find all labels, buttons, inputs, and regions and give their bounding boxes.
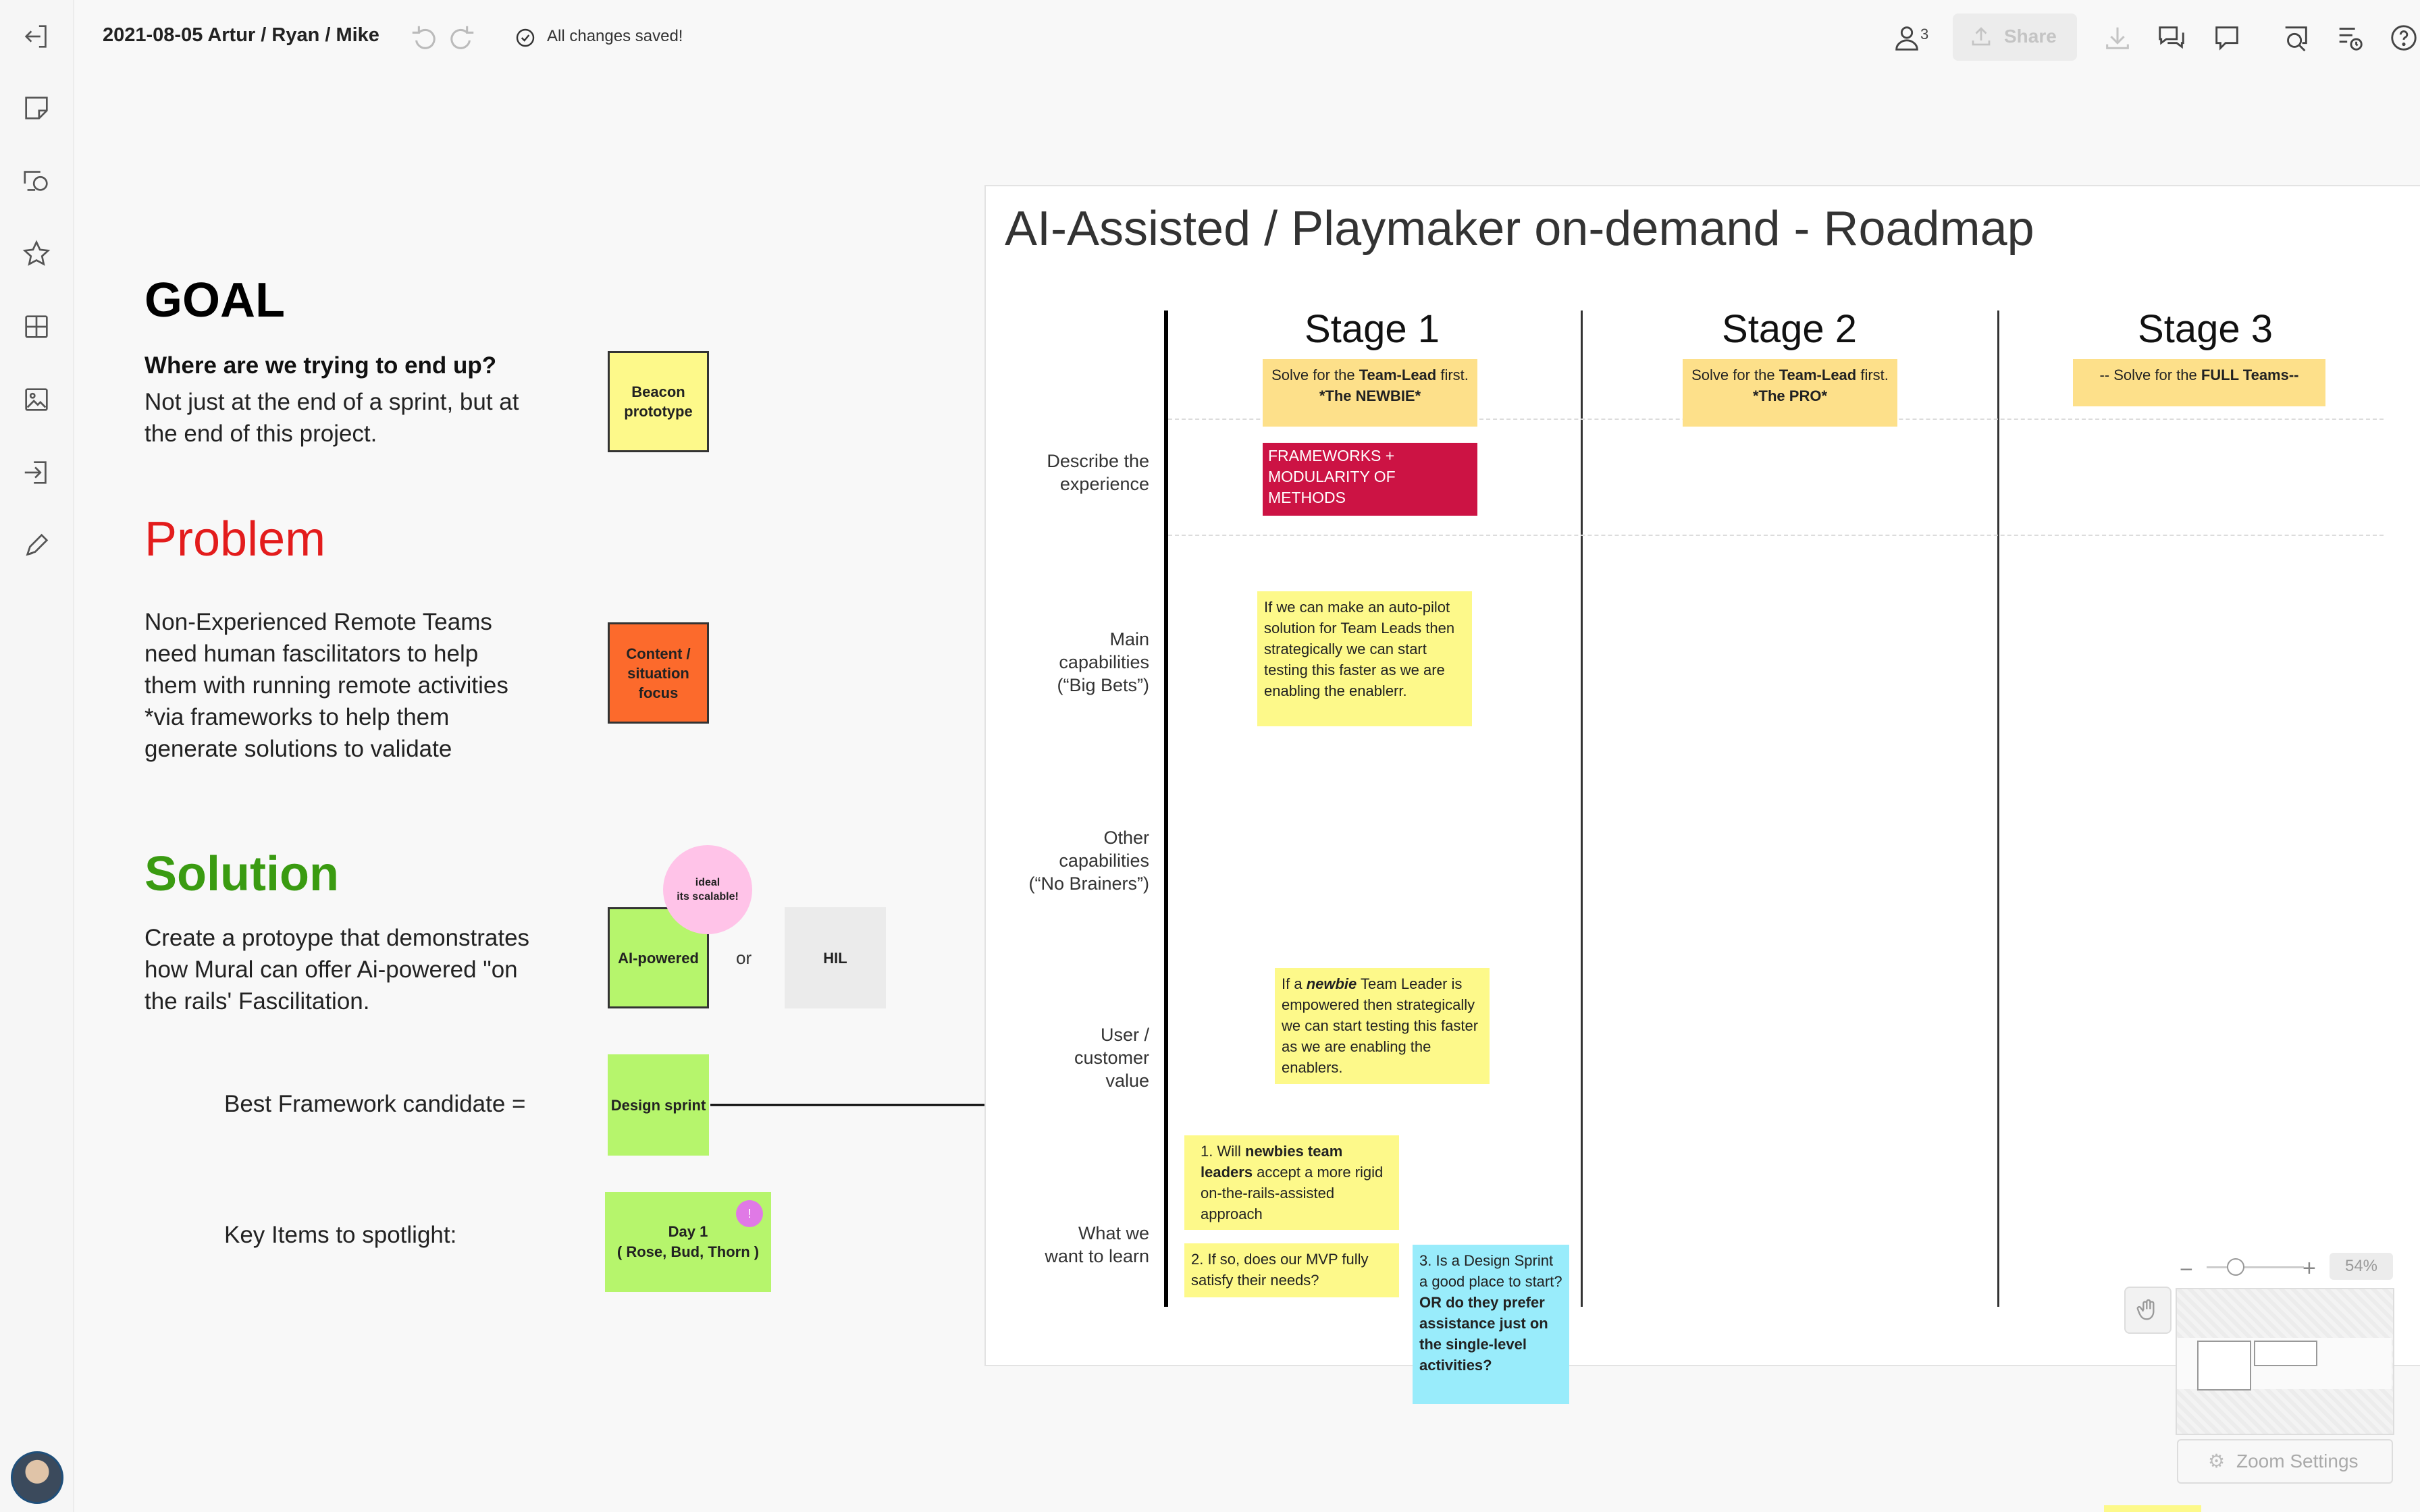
stage-divider	[1581, 310, 1583, 1307]
problem-body: Non-Experienced Remote Teams need human …	[144, 609, 508, 762]
stage3-note[interactable]: -- Solve for the FULL Teams--	[2073, 359, 2325, 406]
zoom-slider-handle[interactable]	[2227, 1258, 2244, 1276]
or-label: or	[736, 948, 752, 968]
goal-subheading: Where are we trying to end up?	[144, 352, 497, 379]
pen-icon[interactable]	[15, 524, 58, 567]
stage-divider	[1997, 310, 1999, 1307]
collapse-icon[interactable]	[15, 15, 58, 58]
spotlight-label: Key Items to spotlight:	[224, 1222, 457, 1248]
zoom-settings-label: Zoom Settings	[2236, 1451, 2359, 1472]
saved-check-icon	[512, 19, 539, 57]
stage2-note[interactable]: Solve for the Team-Lead first.*The PRO*	[1683, 359, 1897, 427]
image-icon[interactable]	[15, 378, 58, 421]
comments-icon[interactable]	[2153, 19, 2190, 57]
goal-body: Not just at the end of a sprint, but at …	[144, 389, 519, 447]
collaborators-icon[interactable]	[1888, 19, 1926, 57]
learn-note-2[interactable]: 2. If so, does our MVP fully satisfy the…	[1184, 1243, 1399, 1297]
hand-tool-button[interactable]	[2124, 1287, 2172, 1334]
notification-badge[interactable]: !	[736, 1200, 763, 1227]
row-divider	[1168, 535, 2384, 536]
minimap-board-preview	[2197, 1341, 2251, 1390]
zoom-in-button[interactable]: +	[2303, 1256, 2316, 1281]
left-toolbar	[0, 0, 74, 1512]
newbie-note[interactable]: If a newbie Team Leader is empowered the…	[1275, 968, 1490, 1084]
share-label: Share	[2004, 26, 2057, 47]
frameworks-note[interactable]: FRAMEWORKS + MODULARITY OF METHODS	[1263, 443, 1477, 516]
beacon-prototype-sticky[interactable]: Beacon prototype	[608, 351, 709, 452]
row-label-user-value: User / customer value	[1074, 1025, 1149, 1091]
stage-3-header: Stage 3	[2138, 307, 2273, 351]
stage1-note[interactable]: Solve for the Team-Lead first.*The NEWBI…	[1263, 359, 1477, 427]
zoom-out-button[interactable]: −	[2180, 1257, 2193, 1282]
roadmap-title: AI-Assisted / Playmaker on-demand - Road…	[1005, 202, 2034, 256]
chat-icon[interactable]	[2208, 19, 2246, 57]
zoom-slider[interactable]	[2207, 1266, 2304, 1268]
offscreen-sticky[interactable]	[2104, 1505, 2201, 1512]
hil-sticky[interactable]: HIL	[785, 907, 886, 1008]
learn-note-3[interactable]: 3. Is a Design Sprint a good place to st…	[1413, 1245, 1569, 1404]
minimap[interactable]	[2176, 1288, 2394, 1435]
axis-line	[1164, 310, 1168, 1307]
autopilot-note[interactable]: If we can make an auto-pilot solution fo…	[1257, 591, 1472, 726]
redo-icon[interactable]	[443, 19, 481, 57]
row-label-describe: Describe the experience	[1047, 451, 1149, 494]
day1-line1: Day 1	[668, 1223, 708, 1240]
outline-icon[interactable]	[2331, 19, 2369, 57]
minimap-roadmap-preview	[2254, 1341, 2317, 1366]
circle-line2: its scalable!	[677, 891, 739, 902]
user-avatar[interactable]	[11, 1451, 63, 1504]
help-icon[interactable]	[2385, 19, 2420, 57]
stage-2-header: Stage 2	[1722, 307, 1857, 351]
row-label-main: Main capabilities (“Big Bets”)	[1057, 629, 1149, 695]
learn-note-1[interactable]: 1. Will newbies team leaders accept a mo…	[1184, 1135, 1399, 1230]
framework-label: Best Framework candidate =	[224, 1091, 526, 1117]
solution-heading: Solution	[144, 847, 339, 901]
undo-icon[interactable]	[405, 19, 443, 57]
board-title[interactable]: 2021-08-05 Artur / Ryan / Mike	[103, 24, 379, 46]
share-button[interactable]: Share	[1953, 14, 2077, 61]
zoom-settings-button[interactable]: ⚙ Zoom Settings	[2177, 1439, 2393, 1484]
gear-icon: ⚙	[2208, 1451, 2226, 1472]
day1-line2: ( Rose, Bud, Thorn )	[616, 1243, 760, 1260]
design-sprint-sticky[interactable]: Design sprint	[608, 1054, 709, 1156]
row-label-other: Other capabilities (“No Brainers”)	[1028, 828, 1149, 894]
hand-icon	[2136, 1299, 2155, 1320]
share-icon	[1972, 27, 1991, 46]
problem-heading: Problem	[144, 512, 326, 566]
download-icon[interactable]	[2099, 19, 2136, 57]
top-bar: 2021-08-05 Artur / Ryan / Mike All chang…	[73, 0, 2420, 74]
zoom-level[interactable]: 54%	[2330, 1253, 2393, 1280]
activity-icon[interactable]	[2277, 19, 2315, 57]
row-label-learn: What we want to learn	[1045, 1223, 1149, 1266]
star-icon[interactable]	[15, 232, 58, 275]
sticky-note-icon[interactable]	[15, 86, 58, 130]
ideal-scalable-circle[interactable]: ideal its scalable!	[663, 845, 752, 934]
solution-body: Create a protoype that demonstrates how …	[144, 925, 530, 1015]
grid-icon[interactable]	[15, 305, 58, 348]
text-shape-icon[interactable]	[15, 159, 58, 202]
collaborator-count: 3	[1920, 26, 1929, 43]
save-status: All changes saved!	[547, 27, 683, 45]
goal-heading: GOAL	[144, 273, 285, 327]
circle-line1: ideal	[695, 877, 720, 888]
stage-1-header: Stage 1	[1305, 307, 1440, 351]
import-icon[interactable]	[15, 451, 58, 494]
content-focus-sticky[interactable]: Content / situation focus	[608, 622, 709, 724]
